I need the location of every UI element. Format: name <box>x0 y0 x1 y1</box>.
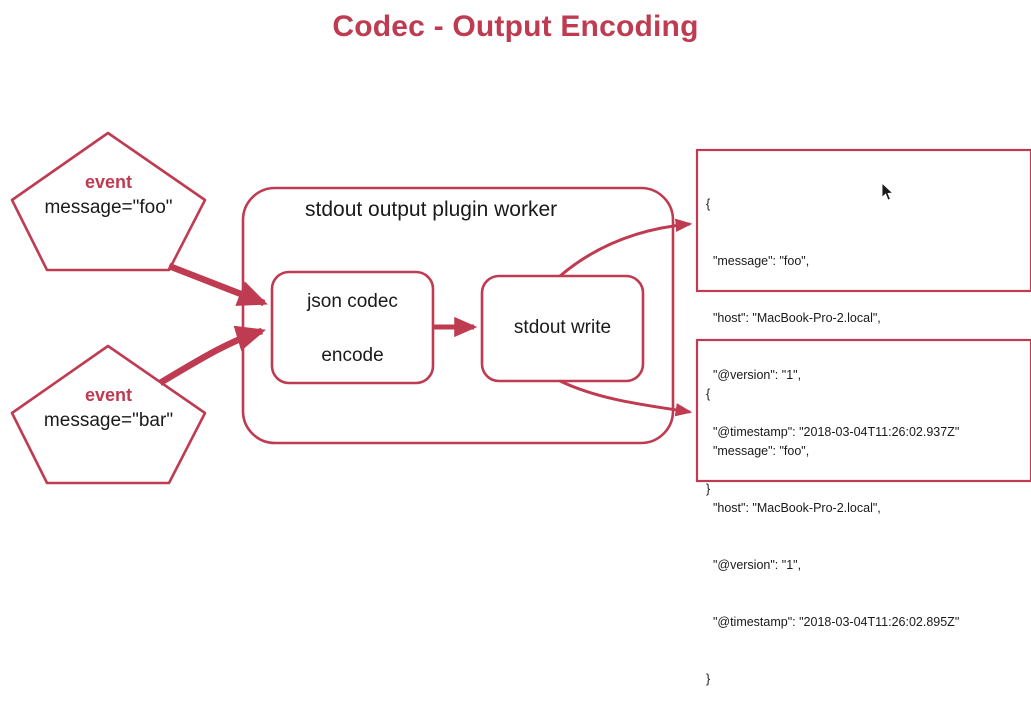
json-codec-box <box>270 270 435 385</box>
event-foo-message: message="foo" <box>44 197 173 218</box>
worker-title: stdout output plugin worker <box>305 198 558 221</box>
json-output-text-1: { "message": "foo", "host": "MacBook-Pro… <box>706 157 959 537</box>
json-line: "@timestamp": "2018-03-04T11:26:02.895Z" <box>706 615 960 629</box>
json-line: { <box>706 387 711 401</box>
json-line: "@version": "1", <box>706 368 802 382</box>
json-line: "message": "foo", <box>706 444 810 458</box>
json-codec-encode-label: encode <box>321 345 384 366</box>
arrow-event-foo-to-codec <box>167 262 268 307</box>
json-line: } <box>706 482 711 496</box>
arrow-stdout-to-output-1 <box>559 218 693 278</box>
json-output-text-2: { "message": "foo", "host": "MacBook-Pro… <box>706 347 959 727</box>
event-bar-message: message="bar" <box>43 410 174 431</box>
json-line: "@version": "1", <box>706 558 802 572</box>
json-line: "host": "MacBook-Pro-2.local", <box>706 501 881 515</box>
page-title: Codec - Output Encoding <box>332 10 699 43</box>
json-output-box-2 <box>695 338 1031 483</box>
event-pentagon-bar <box>10 344 207 485</box>
json-line: "@timestamp": "2018-03-04T11:26:02.937Z" <box>706 425 960 439</box>
event-bar-label: event <box>84 385 133 405</box>
arrow-stdout-to-output-2 <box>559 379 693 417</box>
json-codec-label: json codec <box>307 291 398 312</box>
diagram-shapes <box>10 131 1031 485</box>
event-foo-label: event <box>84 172 133 192</box>
json-output-box-1 <box>695 148 1031 293</box>
diagram-canvas: Codec - Output Encoding <box>10 10 1031 686</box>
mouse-pointer-icon <box>881 182 894 201</box>
json-line: } <box>706 672 711 686</box>
arrow-event-bar-to-codec <box>158 325 267 386</box>
json-line: "message": "foo", <box>706 254 810 268</box>
event-pentagon-foo <box>10 131 207 272</box>
json-line: "host": "MacBook-Pro-2.local", <box>706 311 881 325</box>
json-line: { <box>706 197 711 211</box>
stdout-write-label: stdout write <box>513 317 612 338</box>
